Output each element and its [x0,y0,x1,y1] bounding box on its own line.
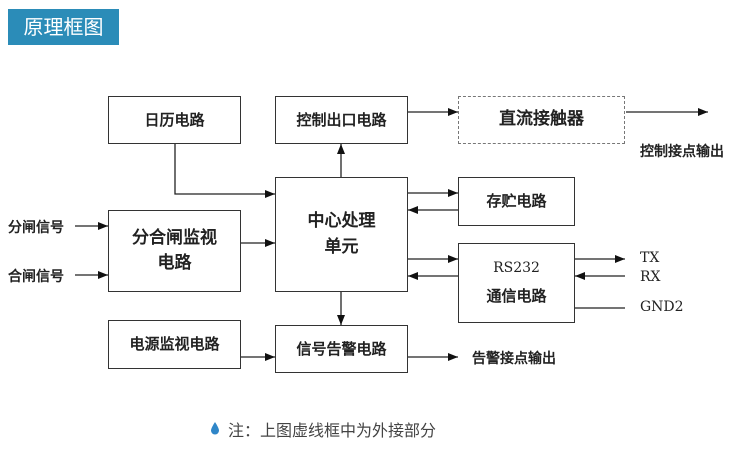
water-drop-icon [210,420,220,439]
close-signal-label: 合闸信号 [8,269,64,285]
block-label: 电路 [157,253,192,273]
dc-contactor-block: 直流接触器 [458,96,625,144]
cpu-block: 中心处理单元 [275,177,408,292]
block-label: 中心处理 [307,211,376,231]
block-label: 电源监视电路 [129,335,220,354]
gnd-label: GND2 [640,299,684,315]
footnote-text: 注：上图虚线框中为外接部分 [228,421,437,440]
block-label: 日历电路 [144,110,205,129]
open-signal-label: 分闸信号 [8,220,64,236]
block-label: 信号告警电路 [296,339,387,358]
block-label: RS232 [493,260,540,277]
rs232-block: RS232 通信电路 [458,243,575,323]
control-contact-output-label: 控制接点输出 [640,144,724,160]
block-label: 控制出口电路 [296,110,387,129]
alarm-contact-output-label: 告警接点输出 [472,351,556,367]
block-label: 单元 [324,236,359,257]
storage-block: 存贮电路 [458,177,575,226]
block-label: 分合闸监视 [132,227,217,248]
calendar-circuit-block: 日历电路 [108,96,241,144]
block-label: 存贮电路 [486,192,547,211]
footnote: 注：上图虚线框中为外接部分 [210,417,436,441]
breaker-monitor-block: 分合闸监视电路 [108,210,241,292]
block-label: 通信电路 [486,287,547,306]
block-label: 直流接触器 [499,109,584,130]
tx-label: TX [640,250,660,266]
control-output-block: 控制出口电路 [275,96,408,144]
alarm-block: 信号告警电路 [275,325,408,373]
power-monitor-block: 电源监视电路 [108,320,241,369]
section-title: 原理框图 [8,9,119,45]
rx-label: RX [640,269,661,285]
arrow-calendar-to-cpu [174,144,275,198]
